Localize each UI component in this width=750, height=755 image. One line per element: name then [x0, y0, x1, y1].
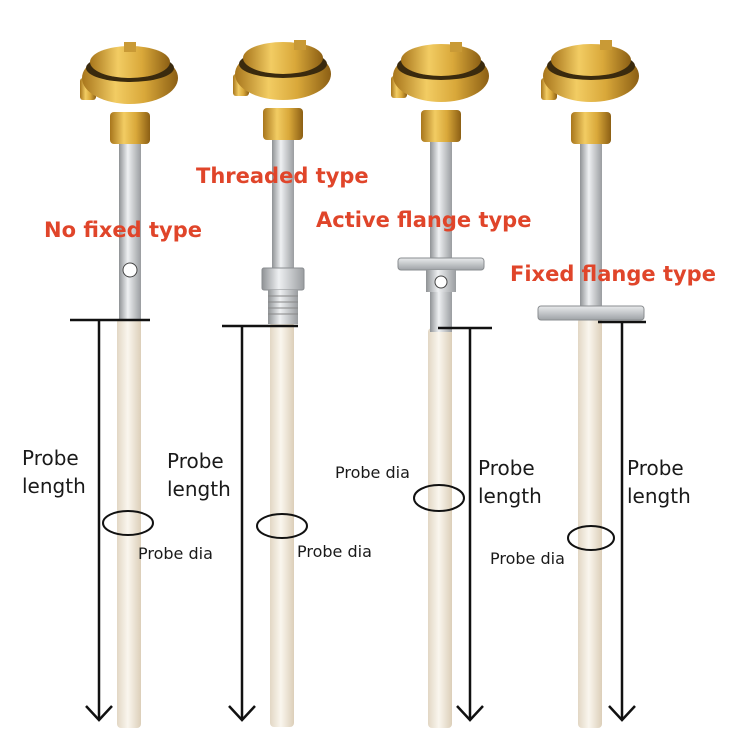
steel-tube	[272, 138, 294, 270]
dia-ellipse-3	[413, 484, 465, 512]
length-label-line2: length	[22, 474, 86, 498]
length-label-line2: length	[478, 484, 542, 508]
probe-threaded-type	[233, 40, 331, 727]
steel-tube	[580, 142, 602, 310]
length-label-3: Probe length	[478, 454, 542, 510]
ceramic-tube	[578, 318, 602, 728]
length-label-line2: length	[627, 484, 691, 508]
dia-label-3: Probe dia	[335, 463, 410, 482]
junction-head	[391, 42, 489, 142]
junction-head	[541, 40, 639, 144]
length-label-line1: Probe	[22, 446, 79, 470]
length-label-line1: Probe	[167, 449, 224, 473]
probe-active-flange-type	[391, 42, 489, 728]
ceramic-tube	[117, 318, 141, 728]
dia-label-1: Probe dia	[138, 544, 213, 563]
type-label-threaded: Threaded type	[196, 164, 369, 188]
junction-head	[233, 40, 331, 140]
length-label-1: Probe length	[22, 444, 86, 500]
type-label-active-flange: Active flange type	[316, 208, 532, 232]
dia-ellipse-2	[256, 513, 308, 539]
steel-tube	[430, 140, 452, 332]
diameter-markers	[102, 484, 615, 551]
hex-nut-fitting	[261, 267, 305, 324]
length-label-line1: Probe	[627, 456, 684, 480]
ceramic-tube	[428, 328, 452, 728]
label-sticker	[434, 275, 448, 289]
length-dimension-3	[438, 326, 492, 722]
dia-label-4: Probe dia	[490, 549, 565, 568]
length-label-2: Probe length	[167, 447, 231, 503]
dia-label-2: Probe dia	[297, 542, 372, 561]
ceramic-tube	[270, 322, 294, 727]
probe-fixed-flange-type	[537, 40, 645, 728]
type-label-fixed-flange: Fixed flange type	[510, 262, 716, 286]
dia-ellipse-1	[102, 510, 154, 536]
junction-head	[80, 42, 178, 144]
length-dimension-1	[70, 318, 150, 722]
dia-ellipse-4	[567, 525, 615, 551]
length-dimension-4	[598, 320, 646, 722]
type-label-no-fixed: No fixed type	[44, 218, 203, 242]
length-label-4: Probe length	[627, 454, 691, 510]
probe-no-fixed-type	[80, 42, 178, 728]
length-label-line1: Probe	[478, 456, 535, 480]
length-label-line2: length	[167, 477, 231, 501]
label-sticker	[122, 262, 138, 278]
length-dimension-2	[222, 324, 298, 722]
fixed-flange-plate	[537, 305, 645, 321]
